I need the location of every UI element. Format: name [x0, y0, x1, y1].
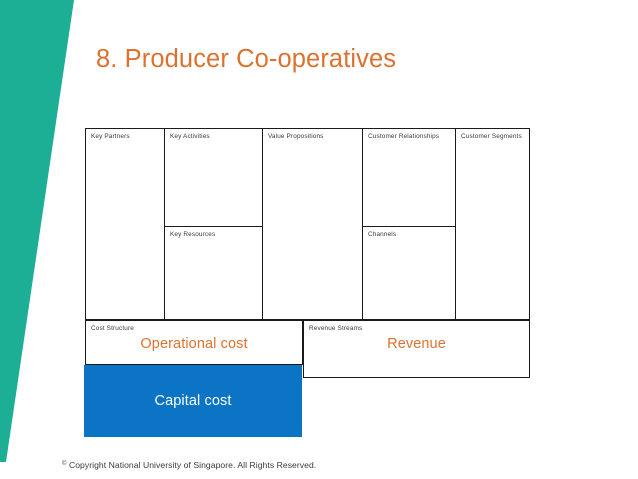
- bmc-column-key-activities: Key Activities Key Resources: [164, 129, 262, 319]
- bmc-label-key-resources: Key Resources: [170, 231, 216, 238]
- bmc-label-customer-segments: Customer Segments: [461, 133, 522, 140]
- bmc-label-key-activities: Key Activities: [170, 133, 210, 140]
- bmc-column-customer-segments: Customer Segments: [455, 129, 531, 319]
- bmc-cell-customer-segments[interactable]: Customer Segments: [456, 129, 531, 319]
- bmc-cell-key-activities[interactable]: Key Activities: [165, 129, 262, 226]
- bmc-cell-customer-relationships[interactable]: Customer Relationships: [363, 129, 455, 226]
- teal-wedge-decoration: [0, 0, 74, 462]
- bmc-cell-key-partners[interactable]: Key Partners: [86, 129, 164, 319]
- page-title: 8. Producer Co-operatives: [96, 45, 397, 73]
- copyright-icon: ©: [62, 461, 67, 467]
- capital-cost-value: Capital cost: [154, 393, 232, 409]
- bmc-label-channels: Channels: [368, 231, 397, 238]
- bmc-cell-channels[interactable]: Channels: [363, 226, 455, 319]
- bmc-cell-value-propositions[interactable]: Value Propositions: [263, 129, 362, 319]
- bmc-cell-key-resources[interactable]: Key Resources: [165, 226, 262, 319]
- bmc-column-customer-relationships: Customer Relationships Channels: [362, 129, 455, 319]
- business-model-canvas-grid: Key Partners Key Activities Key Resource…: [85, 128, 530, 320]
- bmc-cell-revenue-streams[interactable]: Revenue Streams Revenue: [303, 320, 530, 378]
- bmc-label-key-partners: Key Partners: [91, 133, 130, 140]
- bmc-label-revenue-streams: Revenue Streams: [309, 325, 363, 332]
- capital-cost-block[interactable]: Capital cost: [84, 365, 302, 437]
- bmc-cell-cost-structure[interactable]: Cost Structure Operational cost: [85, 320, 303, 365]
- copyright-footer: © Copyright National University of Singa…: [62, 459, 316, 471]
- cost-structure-value: Operational cost: [140, 336, 248, 352]
- bmc-label-value-propositions: Value Propositions: [268, 133, 324, 140]
- revenue-streams-value: Revenue: [387, 336, 446, 352]
- bmc-column-value-propositions: Value Propositions: [262, 129, 362, 319]
- bmc-label-cost-structure: Cost Structure: [91, 325, 134, 332]
- copyright-text: Copyright National University of Singapo…: [68, 460, 317, 470]
- bmc-label-customer-relationships: Customer Relationships: [368, 133, 440, 140]
- bmc-column-key-partners: Key Partners: [86, 129, 164, 319]
